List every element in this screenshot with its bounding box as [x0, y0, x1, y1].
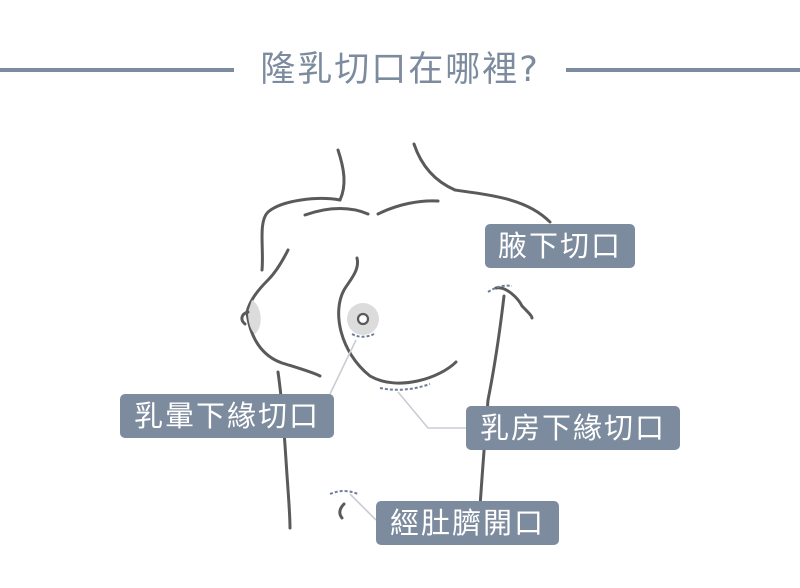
label-umbilical-incision: 經肚臍開口 — [376, 501, 559, 545]
label-inframammary-incision: 乳房下緣切口 — [466, 406, 680, 450]
title-rule-left — [0, 68, 234, 72]
periareolar-incision-mark — [351, 332, 377, 338]
navel-outline — [338, 502, 346, 520]
side-areola — [248, 300, 261, 334]
right-collarbone — [376, 199, 440, 216]
title-rule-right — [566, 68, 800, 72]
left-collarbone — [303, 207, 370, 217]
leader-line-inframammary — [397, 391, 468, 429]
front-breast-outline — [337, 256, 458, 385]
side-nipple — [240, 310, 250, 326]
leader-line-periareolar — [329, 339, 357, 395]
label-periareolar-incision: 乳暈下緣切口 — [120, 394, 334, 438]
front-nipple — [356, 312, 370, 326]
umbilical-incision-mark — [329, 490, 359, 495]
neck-right-outline — [412, 142, 457, 192]
page-title: 隆乳切口在哪裡? — [260, 50, 540, 90]
neck-left-outline — [336, 148, 346, 202]
left-shoulder-outline — [260, 197, 342, 272]
axillary-incision-mark — [487, 284, 513, 293]
inframammary-incision-mark — [379, 383, 431, 391]
label-axillary-incision: 腋下切口 — [485, 224, 635, 268]
leader-line-umbilical — [349, 493, 377, 521]
right-arm-outline — [494, 286, 534, 320]
right-shoulder-outline — [453, 188, 552, 224]
